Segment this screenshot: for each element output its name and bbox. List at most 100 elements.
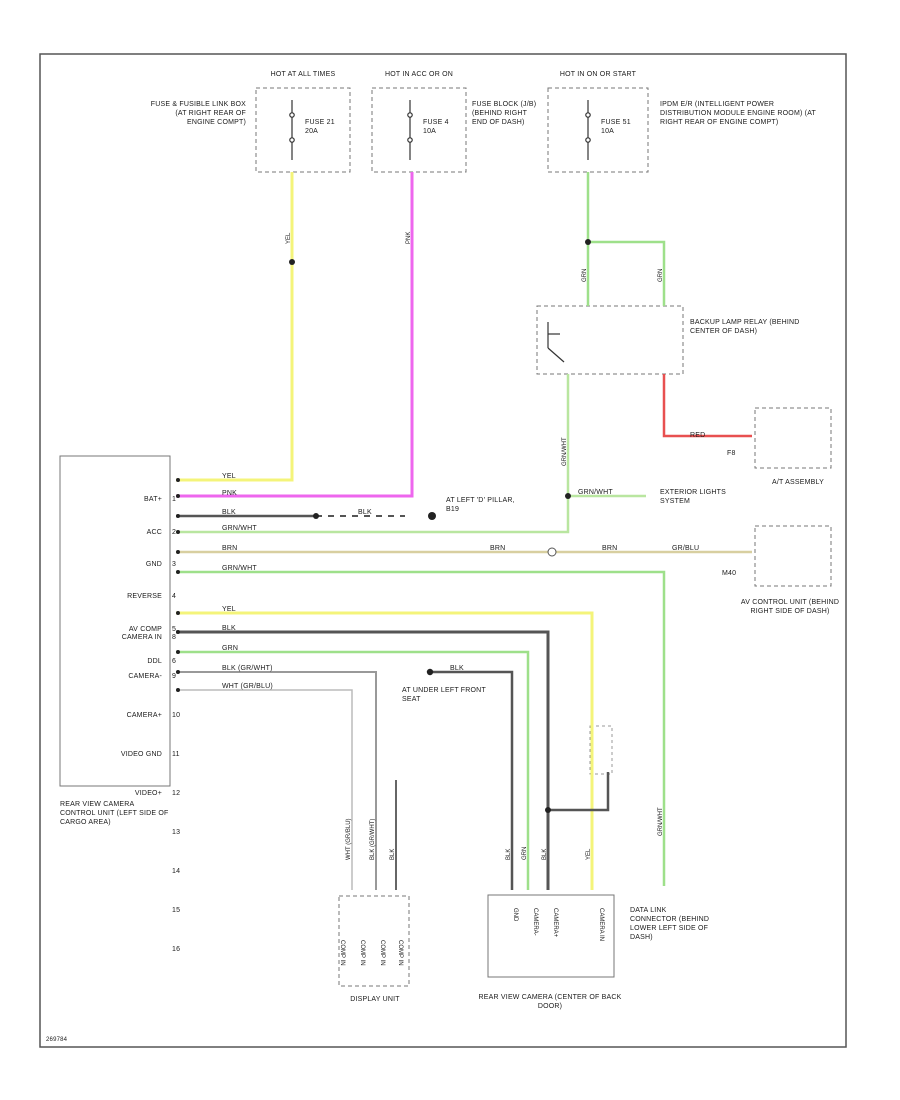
ccu-num-10: 10 <box>172 711 181 719</box>
diagram-frame <box>39 53 847 1048</box>
wire-tag-ext: GRN/WHT <box>578 489 613 496</box>
wire-tag-gnd2: BLK <box>358 509 372 516</box>
wire-shield <box>548 772 610 812</box>
wire-tag-disp-1: WHT (GR/BLU) <box>346 818 352 860</box>
fuse-box-1 <box>255 87 351 173</box>
rear-camera-box <box>487 894 615 978</box>
disp-pin-3: COMP IN <box>397 940 403 966</box>
junctions <box>289 239 591 813</box>
backup-relay-box <box>536 305 684 375</box>
fuse-label-1: FUSE 21 20A <box>305 119 335 135</box>
wire-ipdm-grn2 <box>588 240 666 306</box>
wire-tag-avcomp3: BRN <box>602 545 618 552</box>
at-assembly-box <box>754 407 832 469</box>
wire-tag-grnwht-v: GRN/WHT <box>562 437 568 466</box>
fuse-elements <box>289 100 591 160</box>
ccu-num-4: 4 <box>172 593 177 601</box>
ccu-pin-numbers: 1 2 3 4 5 6 <box>172 476 186 687</box>
ccu-pin-8: CAMERA- <box>128 672 162 680</box>
wire-tag-cam-minus: BLK <box>542 848 548 860</box>
display-unit-box <box>338 895 410 987</box>
exterior-lights-label: EXTERIOR LIGHTS SYSTEM <box>660 489 727 505</box>
display-unit-label: DISPLAY UNIT <box>350 996 400 1003</box>
disp-pin-2: COMP IN <box>379 940 385 966</box>
cam-pin-3: CAMERA IN <box>598 908 604 942</box>
disp-pin-1: COMP IN <box>359 940 365 966</box>
ccu-pin-0: BAT+ <box>144 496 162 504</box>
ccu-num-15: 15 <box>172 906 181 914</box>
ccu-pin-names-2: CAMERA IN CAMERA- CAMERA+ VIDEO GND VIDE… <box>70 608 162 823</box>
splice-ring <box>547 547 557 557</box>
fuse-desc-1: FUSE & FUSIBLE LINK BOX (AT RIGHT REAR O… <box>150 101 246 126</box>
ccu-num-11: 11 <box>172 750 180 758</box>
wire-camminus <box>176 630 550 890</box>
fuse-label-3: FUSE 51 10A <box>601 119 631 135</box>
wire-tag-rev: GRN/WHT <box>222 525 257 532</box>
av-pin: M40 <box>722 570 737 577</box>
at-pin: F8 <box>727 450 736 457</box>
ccu-num-3: 3 <box>172 561 177 569</box>
at-assembly-label: A/T ASSEMBLY <box>772 479 824 486</box>
wire-tag-avcomp: BRN <box>222 545 238 552</box>
ccu-pin-5: DDL <box>147 658 162 666</box>
cam-pin-1: CAMERA- <box>532 908 538 936</box>
wire-tag-camminus: BLK <box>222 625 236 632</box>
wire-at-red <box>662 374 752 438</box>
wire-tag-disp-2: BLK (GR/WHT) <box>370 818 376 860</box>
wire-tag-disp-3: BLK <box>390 848 396 860</box>
wire-tag-pnk-top: PNK <box>406 231 412 244</box>
wire-videoplus <box>176 689 353 890</box>
ccu-pin-9: CAMERA+ <box>126 711 162 719</box>
camera-control-unit-box <box>59 455 171 787</box>
cam-pin-2: CAMERA+ <box>552 908 558 938</box>
ccu-num-16: 16 <box>172 945 181 953</box>
ccu-num-1: 1 <box>172 496 177 504</box>
fuse-desc-3: IPDM E/R (INTELLIGENT POWER DISTRIBUTION… <box>660 101 816 126</box>
wire-tag-cam-plus: GRN <box>522 846 528 860</box>
wire-tag-bat: YEL <box>222 473 236 480</box>
wire-tag-red: RED <box>690 432 706 439</box>
ccu-pin-1: ACC <box>146 528 162 536</box>
hot-label-1: HOT AT ALL TIMES <box>270 71 336 78</box>
ccu-terminals <box>176 478 180 692</box>
ccu-pin-7: CAMERA IN <box>121 633 162 641</box>
wire-tag-cam-in: YEL <box>586 848 592 860</box>
av-unit-label: AV CONTROL UNIT (BEHIND RIGHT SIDE OF DA… <box>740 599 840 615</box>
wire-tag-seat: BLK <box>450 665 464 672</box>
hot-label-3: HOT IN ON OR START <box>559 71 637 78</box>
wire-tag-acc: PNK <box>222 490 237 497</box>
fuse-box-3 <box>547 87 649 173</box>
wire-tag-avcomp4: GR/BLU <box>672 545 700 552</box>
ccu-num-13: 13 <box>172 828 181 836</box>
av-unit-box <box>754 525 832 587</box>
ground-1-label: AT LEFT 'D' PILLAR, B19 <box>446 497 515 513</box>
wire-tag-videognd: BLK (GR/WHT) <box>222 665 273 672</box>
wire-acc-pnk <box>176 172 414 498</box>
wire-ddl <box>176 570 666 886</box>
wire-tag-camin: YEL <box>222 606 236 613</box>
ccu-pin-2: GND <box>145 561 162 569</box>
wire-camin <box>176 611 594 890</box>
ccu-num-8: 8 <box>172 633 177 641</box>
ground-2-label: AT UNDER LEFT FRONT SEAT <box>402 687 486 703</box>
hot-label-2: HOT IN ACC OR ON <box>384 71 454 78</box>
wire-tag-grn-2: GRN <box>658 268 664 282</box>
relay-switch <box>547 322 565 363</box>
ccu-num-12: 12 <box>172 789 181 797</box>
wire-tag-grn-1: GRN <box>582 268 588 282</box>
wire-tag-gnd: BLK <box>222 509 236 516</box>
connector-box-dl <box>589 725 613 775</box>
fuse-desc-2: FUSE BLOCK (J/B) (BEHIND RIGHT END OF DA… <box>472 101 537 126</box>
ccu-num-9: 9 <box>172 672 177 680</box>
ccu-pin-3: REVERSE <box>127 593 162 601</box>
ccu-pin-11: VIDEO+ <box>134 789 162 797</box>
ccu-pin-names: BAT+ ACC GND REVERSE AV COMP DDL <box>70 476 162 687</box>
cam-pin-0: GND <box>512 908 518 922</box>
ccu-pin-10: VIDEO GND <box>120 750 162 758</box>
wire-tag-dl: GRN/WHT <box>658 807 664 836</box>
backup-relay-label: BACKUP LAMP RELAY (BEHIND CENTER OF DASH… <box>690 319 800 335</box>
ccu-num-6: 6 <box>172 658 177 666</box>
ccu-num-5: 5 <box>172 625 177 633</box>
wire-camplus <box>176 650 530 890</box>
